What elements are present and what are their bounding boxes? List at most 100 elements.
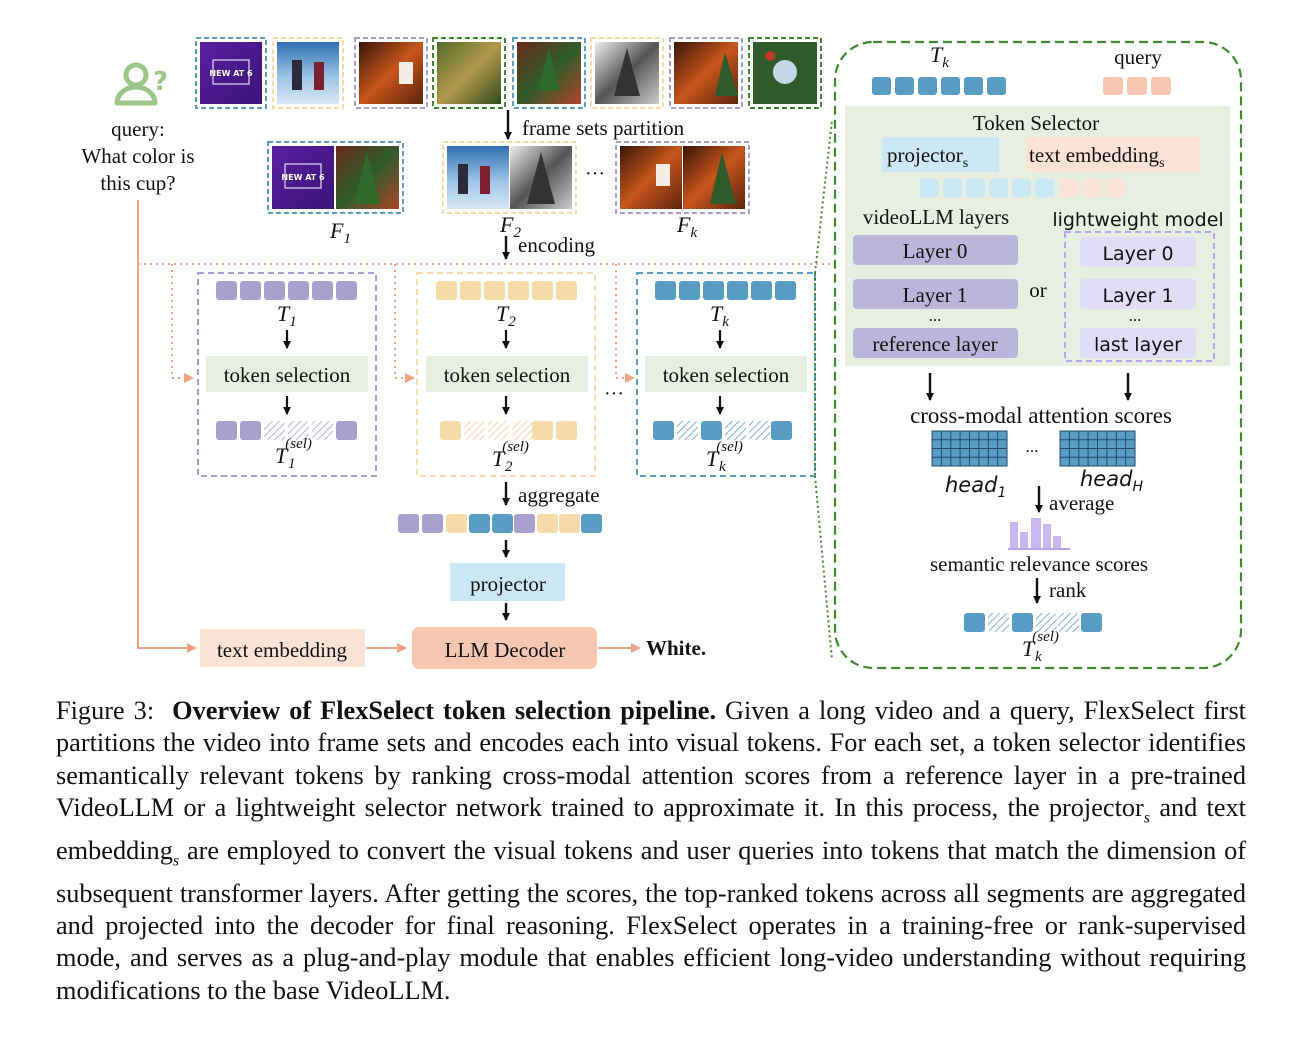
layer-label: Layer 0 bbox=[1102, 243, 1173, 265]
layers-dots: ... bbox=[1129, 306, 1142, 325]
user-question-icon: ? bbox=[114, 62, 168, 106]
sel-label-t1: T(sel)1 bbox=[275, 436, 312, 472]
head-h-label: headH bbox=[1080, 467, 1143, 495]
caption-body-1: Given a long video and a query, FlexSele… bbox=[56, 696, 1246, 823]
videollm-layers-label: videoLLM layers bbox=[863, 205, 1009, 229]
selection-panel-k: Tk token selection T(sel)k bbox=[636, 272, 816, 477]
token-label-tk: Tk bbox=[710, 301, 729, 330]
layer-label: Layer 0 bbox=[903, 239, 968, 263]
token-selection-label: token selection bbox=[663, 363, 790, 387]
detail-query-tokens bbox=[1103, 77, 1171, 95]
frame-set-label-fk: Fk bbox=[676, 212, 697, 241]
svg-text:?: ? bbox=[153, 67, 168, 97]
token-selector-detail: Tk query Token Selector projectors text … bbox=[814, 40, 1243, 670]
relevance-histogram-icon bbox=[1008, 518, 1070, 550]
text-embedding-box bbox=[200, 629, 365, 667]
text-embedding-s-label: text embeddings bbox=[1029, 143, 1165, 171]
query-line2: this cup? bbox=[100, 171, 175, 195]
layers-dots: ... bbox=[929, 306, 942, 325]
video-frame bbox=[590, 37, 664, 109]
ellipsis: ··· bbox=[604, 383, 624, 405]
caption-sub-1: s bbox=[1143, 809, 1151, 827]
selected-tokens-1 bbox=[216, 421, 357, 440]
caption-title: Overview of FlexSelect token selection p… bbox=[172, 696, 717, 725]
caption-body-2: and text embedding bbox=[56, 793, 1246, 865]
final-selected-tokens bbox=[964, 613, 1102, 632]
aggregate-label: aggregate bbox=[518, 483, 600, 507]
ellipsis: ··· bbox=[585, 163, 605, 185]
reference-layer-box bbox=[853, 328, 1018, 358]
video-frame bbox=[272, 37, 344, 109]
token-label-t2: T2 bbox=[496, 301, 516, 330]
selector-input-tokens bbox=[920, 179, 1125, 197]
reference-layer-label: reference layer bbox=[872, 332, 997, 356]
query-label: query: bbox=[111, 117, 165, 141]
last-layer-label: last layer bbox=[1094, 334, 1182, 356]
average-label: average bbox=[1049, 491, 1114, 515]
last-layer-box bbox=[1080, 328, 1196, 358]
detail-tk-label: Tk bbox=[930, 42, 949, 71]
video-frame: NEW AT 6 bbox=[195, 37, 267, 109]
caption-sub-2: s bbox=[172, 852, 180, 870]
frame-set-label-f2: F2 bbox=[499, 212, 521, 241]
token-selector-title: Token Selector bbox=[973, 111, 1099, 135]
video-frame bbox=[512, 37, 586, 109]
token-label-t1: T1 bbox=[277, 301, 297, 330]
frame-set-f1: NEW AT 6 bbox=[267, 141, 404, 214]
projector-s-label: projectors bbox=[887, 143, 968, 171]
rank-label: rank bbox=[1049, 578, 1087, 602]
or-label: or bbox=[1029, 278, 1047, 302]
selected-tokens-k bbox=[653, 421, 792, 440]
token-selection-label: token selection bbox=[444, 363, 571, 387]
pipeline-figure: ? query: What color is this cup? NEW AT … bbox=[81, 37, 1243, 670]
video-frame bbox=[354, 37, 428, 109]
frame-set-label-f1: F1 bbox=[329, 218, 351, 247]
detail-tk-tokens bbox=[872, 77, 1006, 95]
news-text: NEW AT 6 bbox=[281, 173, 325, 182]
layer-box bbox=[853, 235, 1018, 265]
token-row-t1 bbox=[216, 281, 357, 300]
layer-box bbox=[1080, 237, 1196, 267]
video-frames: NEW AT 6 bbox=[195, 37, 822, 109]
layer-box bbox=[1080, 279, 1196, 309]
token-row-t2 bbox=[436, 281, 577, 300]
caption-label: Figure 3: bbox=[56, 696, 155, 725]
token-row-tk bbox=[655, 281, 796, 300]
cross-modal-label: cross-modal attention scores bbox=[910, 403, 1172, 428]
figure-caption: Figure 3: Overview of FlexSelect token s… bbox=[56, 695, 1246, 1007]
token-selection-label: token selection bbox=[224, 363, 351, 387]
frame-sets-partition-label: frame sets partition bbox=[522, 116, 685, 140]
lightweight-model-label: lightweight model bbox=[1052, 209, 1223, 231]
video-frame bbox=[748, 37, 822, 109]
final-sel-label: T(sel)k bbox=[1022, 629, 1059, 665]
attention-head-1 bbox=[931, 430, 1008, 467]
ellipsis: ... bbox=[1026, 437, 1039, 456]
sel-label-t2: T(sel)2 bbox=[492, 439, 529, 475]
answer-label: White. bbox=[646, 636, 706, 660]
layer-box bbox=[853, 279, 1018, 309]
aggregated-tokens bbox=[398, 514, 602, 533]
projector-label: projector bbox=[470, 572, 546, 596]
encoding-label: encoding bbox=[518, 233, 595, 257]
news-text: NEW AT 6 bbox=[209, 69, 253, 78]
llm-decoder-box bbox=[412, 627, 597, 669]
selection-panel-1: T1 token selection T(sel)1 bbox=[197, 272, 377, 477]
query-line1: What color is bbox=[81, 144, 194, 168]
frame-set-f2 bbox=[442, 141, 577, 214]
selected-tokens-2 bbox=[440, 421, 577, 440]
caption-body-3: are employed to convert the visual token… bbox=[56, 835, 1246, 1005]
video-frame bbox=[432, 37, 506, 109]
video-frame bbox=[669, 37, 743, 109]
sel-label-tk: T(sel)k bbox=[706, 439, 743, 475]
semantic-relevance-label: semantic relevance scores bbox=[930, 552, 1148, 576]
selection-panel-2: T2 token selection T(sel)2 bbox=[416, 272, 596, 477]
layer-label: Layer 1 bbox=[903, 283, 968, 307]
detail-query-label: query bbox=[1114, 45, 1162, 69]
head-1-label: head1 bbox=[945, 473, 1006, 501]
text-embedding-label: text embedding bbox=[217, 638, 348, 662]
attention-head-h bbox=[1059, 430, 1136, 467]
query-flow-lines bbox=[137, 200, 832, 653]
frame-set-fk bbox=[615, 141, 750, 214]
projector-box bbox=[450, 563, 565, 601]
llm-decoder-label: LLM Decoder bbox=[445, 638, 566, 662]
